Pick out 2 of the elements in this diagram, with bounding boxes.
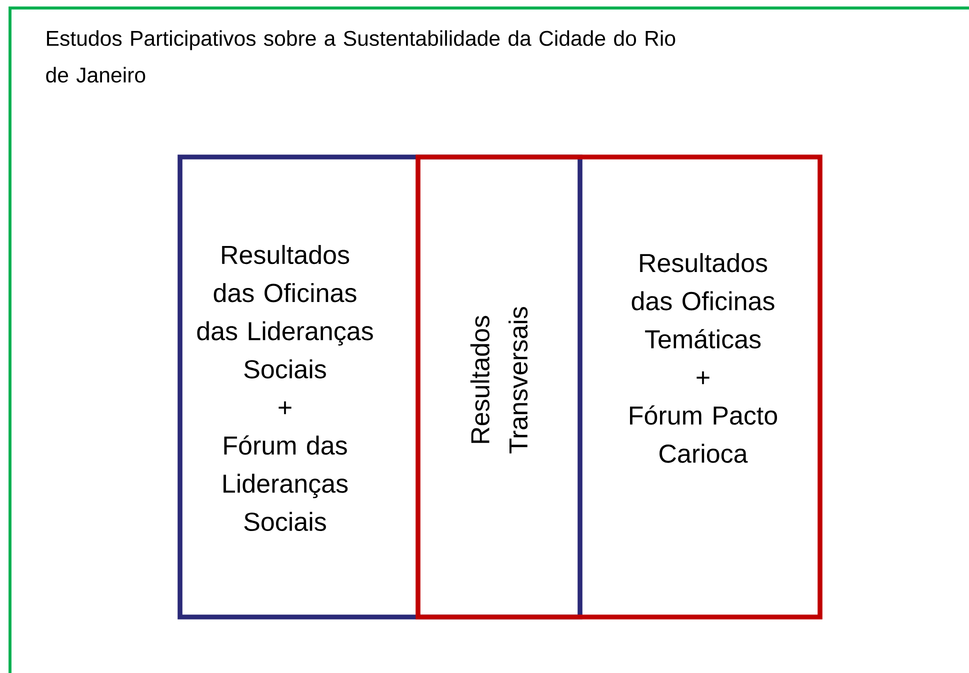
title: Estudos Participativos sobre a Sustentabilidade da Cidade do Rio de Janeiro [46,30,676,83]
vertical-label: Resultados Transversais [470,307,528,454]
